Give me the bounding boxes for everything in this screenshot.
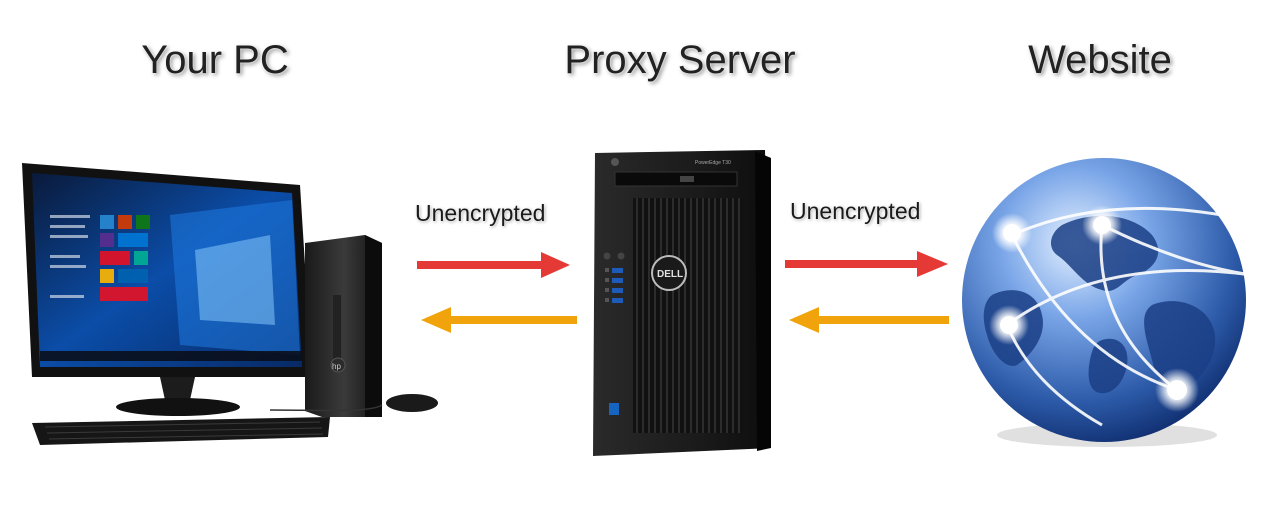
globe-network-icon (952, 155, 1257, 455)
arrow-pc-to-proxy (415, 250, 575, 280)
svg-text:DELL: DELL (657, 269, 683, 280)
tower-server-icon: PowerEdge T30 DELL (585, 148, 780, 463)
svg-text:hp: hp (332, 362, 341, 371)
pc-proxy-link-label: Unencrypted (415, 200, 545, 227)
svg-text:PowerEdge T30: PowerEdge T30 (695, 160, 731, 166)
arrow-proxy-to-website (783, 249, 953, 279)
arrow-website-to-proxy (783, 305, 953, 335)
website-title: Website (1000, 38, 1200, 83)
arrow-proxy-to-pc (415, 305, 580, 335)
pc-title: Your PC (110, 38, 320, 83)
proxy-website-link-label: Unencrypted (790, 198, 920, 225)
proxy-server-title: Proxy Server (545, 38, 815, 83)
desktop-computer-icon: hp (20, 155, 450, 455)
